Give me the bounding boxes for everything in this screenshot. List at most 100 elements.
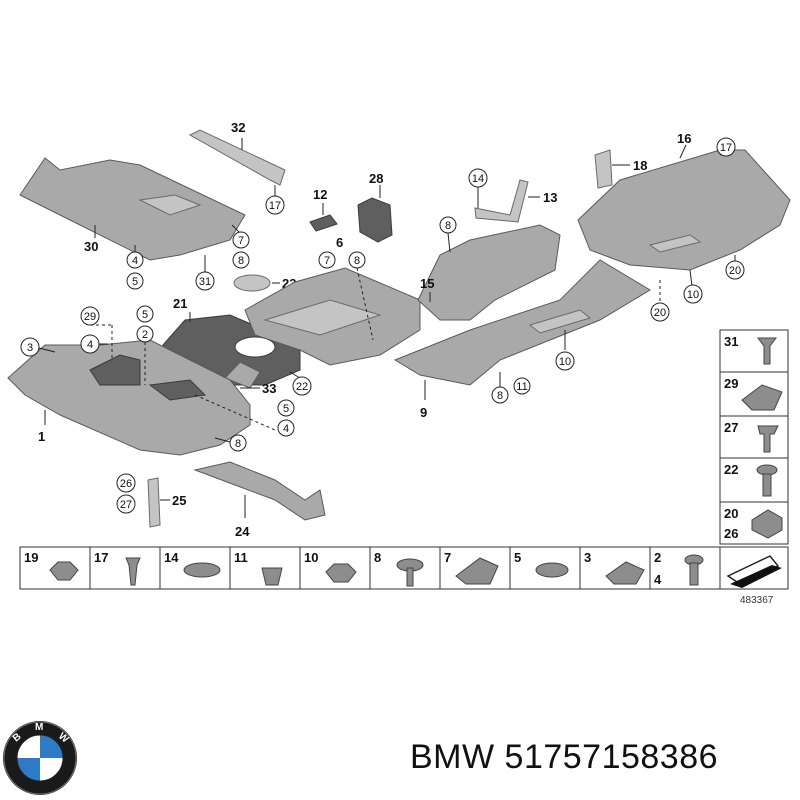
svg-text:13: 13 [543,190,557,205]
svg-text:8: 8 [497,390,503,402]
svg-text:5: 5 [283,403,289,415]
svg-text:19: 19 [24,550,38,565]
callout-2-left: 2 [136,325,154,385]
part-28-block [357,197,393,243]
svg-text:6: 6 [336,235,343,250]
callout-4-top: 4 [126,245,144,269]
callout-11-lower: 11 [513,377,531,395]
part-30-shield [19,157,246,261]
brand-part-number: BMW 51757158386 [410,738,719,776]
svg-text:7: 7 [238,235,244,247]
svg-text:30: 30 [84,239,98,254]
callout-12: 12 [313,187,327,215]
svg-text:20: 20 [729,265,741,277]
callout-25: 25 [160,493,186,508]
svg-text:3: 3 [27,342,33,354]
svg-text:17: 17 [720,142,732,154]
svg-text:20: 20 [654,307,666,319]
svg-text:7: 7 [324,255,330,267]
callout-4-left: 4 [80,334,108,354]
logo-letter-m: M [35,722,43,733]
callout-8-mid: 8 [348,251,374,341]
callout-8-lower: 8 [491,372,509,404]
svg-text:4: 4 [654,572,662,587]
svg-text:26: 26 [724,526,738,541]
svg-text:29: 29 [724,376,738,391]
callout-16: 16 [677,131,691,159]
callout-7-top: 7 [231,224,250,249]
callout-10-right: 10 [683,269,703,304]
svg-text:8: 8 [354,255,360,267]
callout-1: 1 [38,410,46,444]
bmw-roundel-icon: B M W [3,721,77,795]
part-1-shield [7,339,251,456]
svg-text:31: 31 [199,276,211,288]
svg-text:8: 8 [445,220,451,232]
svg-text:31: 31 [724,334,738,349]
part-6-shield [244,267,421,366]
svg-text:1: 1 [38,429,45,444]
reference-number: 483367 [740,595,774,606]
svg-text:26: 26 [120,478,132,490]
callout-4-lower: 4 [277,419,295,437]
callout-6: 6 [336,235,343,250]
svg-text:2: 2 [654,550,661,565]
callout-17-right: 17 [716,137,736,157]
callout-10-center: 10 [555,330,575,371]
callout-8-left: 8 [214,434,247,452]
part-12-clip [309,214,338,232]
callout-15: 15 [420,276,434,302]
svg-text:15: 15 [420,276,434,291]
callout-8-tunnel: 8 [439,216,457,253]
callout-31: 31 [195,255,215,291]
svg-text:12: 12 [313,187,327,202]
svg-text:5: 5 [142,309,148,321]
callout-9: 9 [420,380,427,420]
svg-text:14: 14 [472,173,484,185]
part-13-bracket [474,179,529,223]
svg-text:4: 4 [132,255,138,267]
callout-3-left: 3 [20,337,56,357]
callout-22: 22 [289,371,312,396]
svg-text:4: 4 [87,339,93,351]
callout-13: 13 [528,190,557,205]
part-25-strap [147,477,161,528]
svg-text:10: 10 [559,356,571,368]
svg-text:11: 11 [516,381,527,393]
callout-7-mid: 7 [318,251,336,269]
svg-text:8: 8 [238,255,244,267]
svg-text:5: 5 [514,550,521,565]
callout-17-top: 17 [265,185,285,215]
fastener-row: 19 17 14 11 10 8 7 5 3 2 4 [19,546,789,590]
callout-20-right: 20 [725,255,745,280]
callout-28: 28 [369,171,383,198]
svg-text:17: 17 [269,200,281,212]
svg-text:3: 3 [584,550,591,565]
part-23-disc [233,274,271,292]
svg-text:14: 14 [164,550,179,565]
svg-text:21: 21 [173,296,187,311]
svg-text:29: 29 [84,311,96,323]
svg-text:10: 10 [687,289,699,301]
svg-text:8: 8 [374,550,381,565]
callout-5-top: 5 [126,272,144,290]
callout-14-top: 14 [468,168,488,208]
callout-29-left: 29 [80,306,113,358]
svg-text:20: 20 [724,506,738,521]
svg-text:18: 18 [633,158,647,173]
callout-8-top: 8 [232,251,250,269]
svg-text:10: 10 [304,550,318,565]
part-32-bracket [188,129,286,186]
callout-26-left: 26 [116,473,136,493]
svg-text:16: 16 [677,131,691,146]
callout-5-lower: 5 [194,394,295,431]
svg-text:27: 27 [724,420,738,435]
callout-24: 24 [235,495,250,539]
callout-18: 18 [612,158,647,173]
callout-27-left: 27 [116,494,136,514]
part-22-plate [224,361,261,389]
svg-text:24: 24 [235,524,250,539]
svg-text:22: 22 [724,462,738,477]
svg-text:17: 17 [94,550,108,565]
